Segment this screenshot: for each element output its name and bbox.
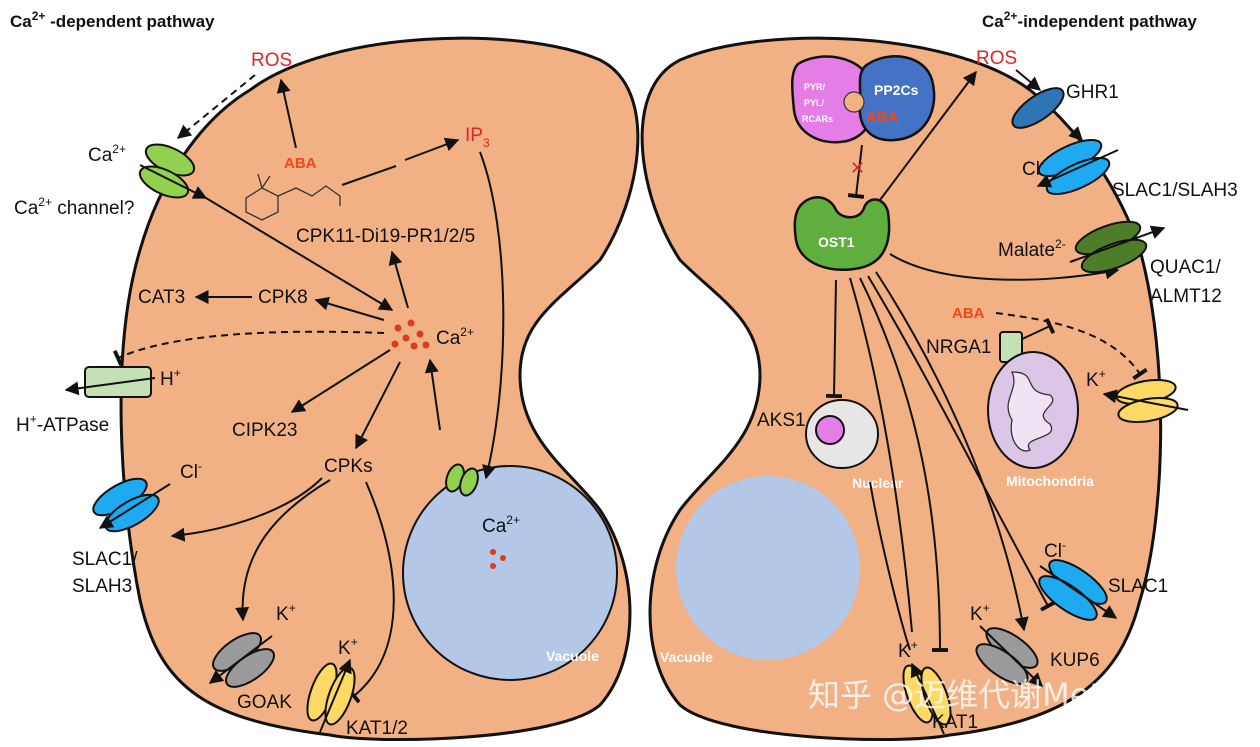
- left-ca-center-label: Ca2+: [436, 325, 474, 349]
- kat12-label: KAT1/2: [346, 718, 408, 739]
- ost1-icon: [793, 196, 891, 271]
- aks1-label: AKS1: [757, 410, 806, 431]
- kat1-channel-icon: [902, 664, 952, 726]
- quac1-channel-icon: [1074, 220, 1148, 274]
- ca-channel-icon: [138, 143, 196, 199]
- kup6-channel-icon: [975, 627, 1039, 685]
- left-ros-label: ROS: [251, 50, 292, 71]
- pyr-label-2: PYL/: [804, 98, 825, 108]
- left-ip3-label: IP3: [465, 125, 490, 150]
- ost1-label: OST1: [818, 234, 855, 250]
- right-cl-label: Cl-: [1022, 156, 1044, 180]
- cat3-label: CAT3: [138, 287, 185, 308]
- right-cl2-label: Cl-: [1044, 538, 1066, 562]
- right-slac1-label: SLAC1: [1108, 576, 1168, 597]
- goak-label: GOAK: [237, 692, 292, 713]
- cipk23-label: CIPK23: [232, 420, 297, 441]
- almt12-label: ALMT12: [1150, 286, 1222, 307]
- kat12-channel-icon: [306, 662, 356, 726]
- left-slac1-label: SLAC1/: [72, 549, 138, 570]
- kup6-k-label: K+: [970, 601, 990, 625]
- quac1-label: QUAC1/: [1150, 257, 1221, 278]
- right-k-label: K+: [1086, 367, 1106, 391]
- pyr-label-1: PYR/: [804, 82, 826, 92]
- kat12-k-label: K+: [338, 635, 358, 659]
- kat1-label: KAT1: [932, 712, 978, 733]
- right-heading: Ca2+-independent pathway: [982, 9, 1197, 31]
- ca-dots-icon: [391, 319, 430, 350]
- left-cl-label: Cl-: [180, 459, 202, 483]
- cpks-label: CPKs: [324, 456, 373, 477]
- cpk11-label: CPK11-Di19-PR1/2/5: [296, 226, 475, 247]
- right-slac1-slah3-label: SLAC1/SLAH3: [1112, 180, 1238, 201]
- watermark: 知乎 @迈维代谢MetWare: [808, 676, 1183, 714]
- h-label: H+: [160, 366, 181, 390]
- pp2c-label: PP2Cs: [874, 82, 919, 98]
- pp2c-icon: [858, 55, 936, 142]
- aba-molecule-icon: [245, 173, 341, 221]
- cpk8-label: CPK8: [258, 287, 308, 308]
- left-ca-channel-label: Ca2+ channel?: [14, 195, 134, 219]
- left-aba-label: ABA: [284, 155, 317, 172]
- right-ros-label: ROS: [976, 48, 1017, 69]
- right-k-channel-icon: [1115, 378, 1179, 424]
- vacuole-ca-dots-icon: [490, 549, 506, 569]
- ghr1-label: GHR1: [1066, 82, 1119, 103]
- left-slah3-label: SLAH3: [72, 576, 132, 597]
- nuclear-label: Nuclear: [852, 475, 904, 491]
- left-vacuole: [402, 465, 618, 681]
- pyr-receptor-icon: [791, 55, 875, 144]
- right-aba-label: ABA: [952, 305, 985, 322]
- right-slac1-channel-icon: [1038, 559, 1108, 621]
- receptor-aba-label: ABA: [866, 109, 899, 126]
- nrga1-label: NRGA1: [926, 337, 991, 358]
- vacuole-ca-channel-icon: [445, 463, 479, 497]
- pyr-label-3: RCARs: [802, 114, 833, 124]
- right-vacuole: [676, 476, 860, 660]
- inhibition-cross-icon: ✕: [850, 158, 865, 179]
- right-vacuole-label: Vacuole: [660, 649, 713, 665]
- goak-channel-icon: [212, 632, 275, 688]
- goak-k-label: K+: [276, 601, 296, 625]
- ghr1-icon: [1011, 87, 1065, 129]
- kat1-k-label: K+: [898, 638, 918, 662]
- mitochondria-label: Mitochondria: [1006, 473, 1094, 489]
- right-slac1-slah3-channel-icon: [1037, 138, 1111, 196]
- left-ca-label: Ca2+: [88, 142, 126, 166]
- kup6-label: KUP6: [1050, 650, 1100, 671]
- left-heading: Ca2+ -dependent pathway: [10, 9, 215, 31]
- h-atpase-label: H+-ATPase: [16, 412, 109, 436]
- left-vacuole-ca-label: Ca2+: [482, 513, 520, 537]
- malate-label: Malate2-: [998, 237, 1066, 261]
- left-vacuole-label: Vacuole: [546, 648, 599, 664]
